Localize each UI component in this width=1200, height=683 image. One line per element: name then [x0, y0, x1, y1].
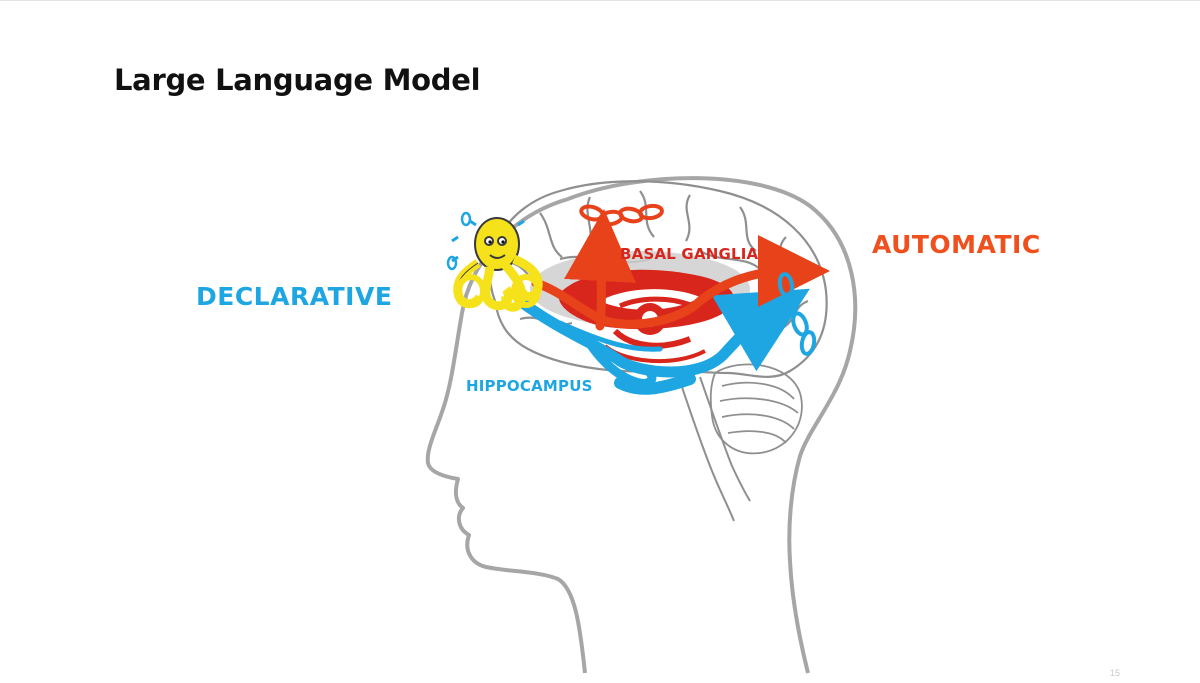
basal-ganglia-region	[530, 251, 750, 364]
chain-icon	[579, 203, 664, 227]
blue-arrow	[514, 288, 810, 395]
automatic-label: AUTOMATIC	[872, 230, 1041, 259]
slide-title: Large Language Model	[114, 63, 481, 97]
basal-ganglia-label: BASAL GANGLIA	[620, 245, 759, 263]
declarative-label: DECLARATIVE	[196, 282, 393, 311]
page-number: 15	[1109, 668, 1120, 678]
blue-chain-icon	[777, 272, 817, 356]
cerebellum	[709, 363, 803, 455]
brain-stem	[679, 376, 751, 522]
red-arrow	[531, 209, 830, 331]
hippocampus-label: HIPPOCAMPUS	[466, 377, 593, 395]
octopus-icon	[446, 211, 543, 312]
head-outline	[425, 176, 858, 674]
